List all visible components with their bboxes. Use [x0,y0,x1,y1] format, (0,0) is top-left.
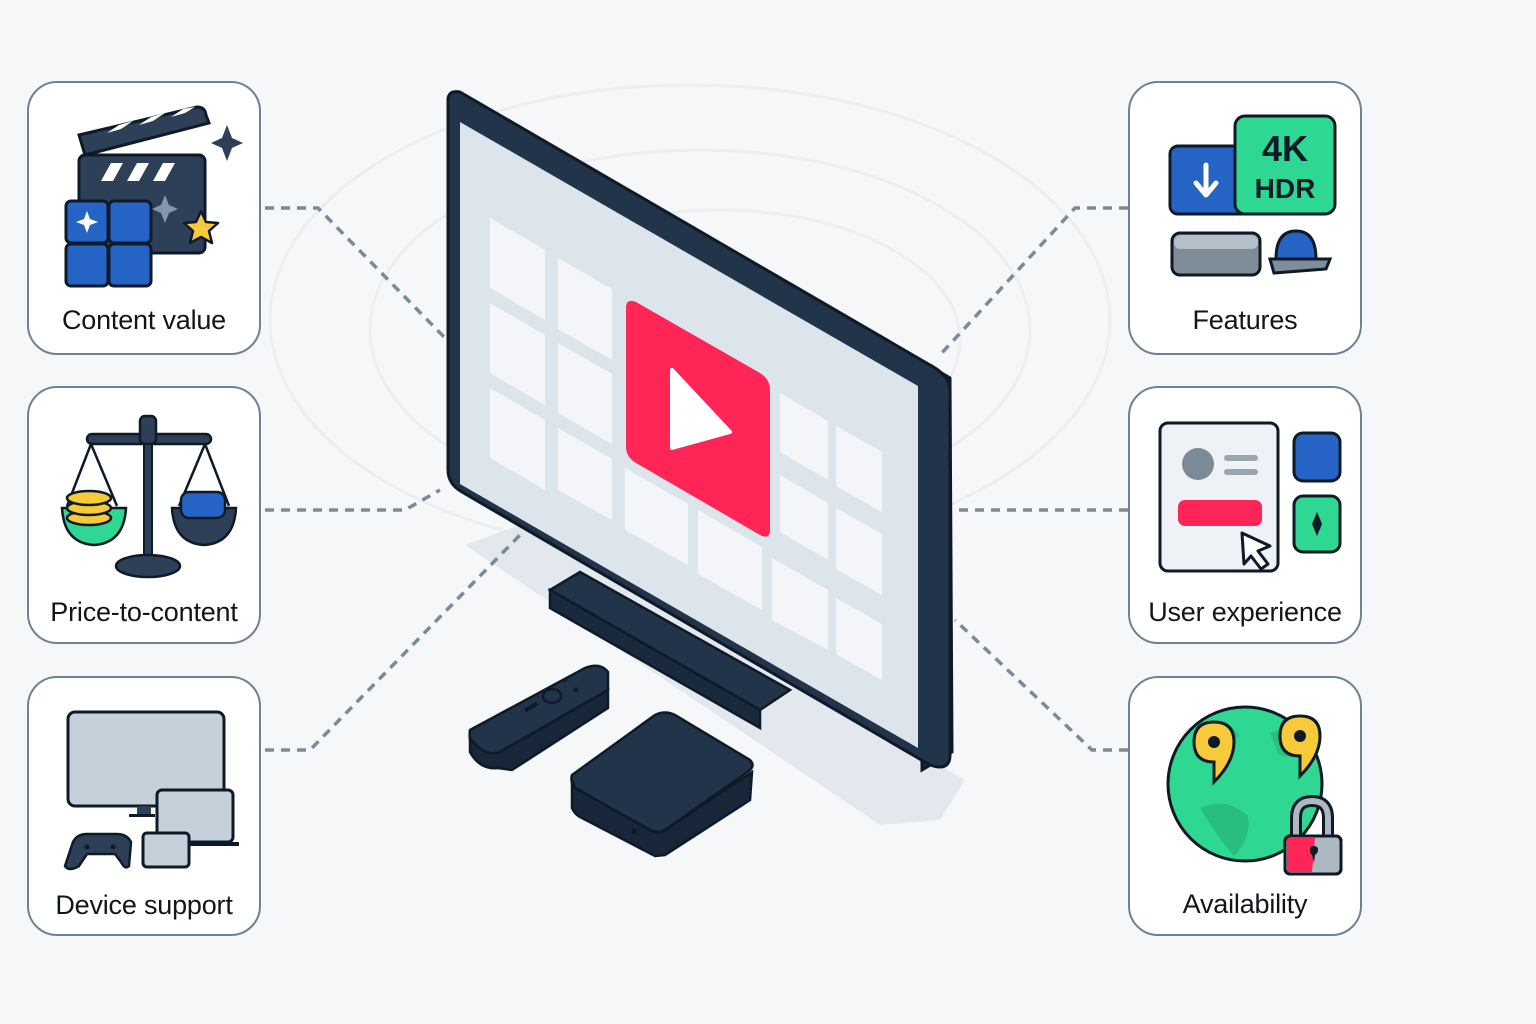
card-label: Price-to-content [50,597,238,627]
globe-lock-icon [1166,705,1343,876]
card-user-experience: User experience [1128,386,1362,644]
card-label: Device support [55,890,233,920]
map-pin-icon [1192,720,1236,786]
card-label: User experience [1148,597,1342,627]
card-availability: Availability [1128,676,1362,936]
connector-price [265,488,441,512]
devices-icon [63,710,239,871]
remote-control [468,664,610,772]
card-label: Features [1192,305,1298,335]
soundbar [547,570,793,731]
card-content-value: Content value [27,81,261,355]
play-icon [670,368,732,450]
screen-tiles [490,218,882,680]
connector-features [938,206,1128,357]
card-price-to-content: Price-to-content [27,386,261,644]
card-label: Content value [61,305,226,335]
streaming-box [570,711,754,858]
tv [446,90,954,773]
card-label: Availability [1182,889,1308,919]
connector-availability [953,618,1128,752]
connector-content-value [265,206,447,340]
4k-hdr-badge [1233,114,1337,216]
connector-device-support [265,533,522,752]
connector-lines [265,206,1128,752]
features-icon: 4K HDR [1168,114,1337,277]
card-features: 4K HDR Features [1128,81,1362,355]
map-pin-icon [1278,714,1322,780]
svg-text:HDR: HDR [1255,173,1316,204]
svg-text:4K: 4K [1262,128,1308,169]
ui-cursor-icon [1158,421,1342,573]
clapperboard-icon [64,105,243,288]
balance-scale-icon [60,414,238,579]
card-device-support: Device support [27,676,261,936]
